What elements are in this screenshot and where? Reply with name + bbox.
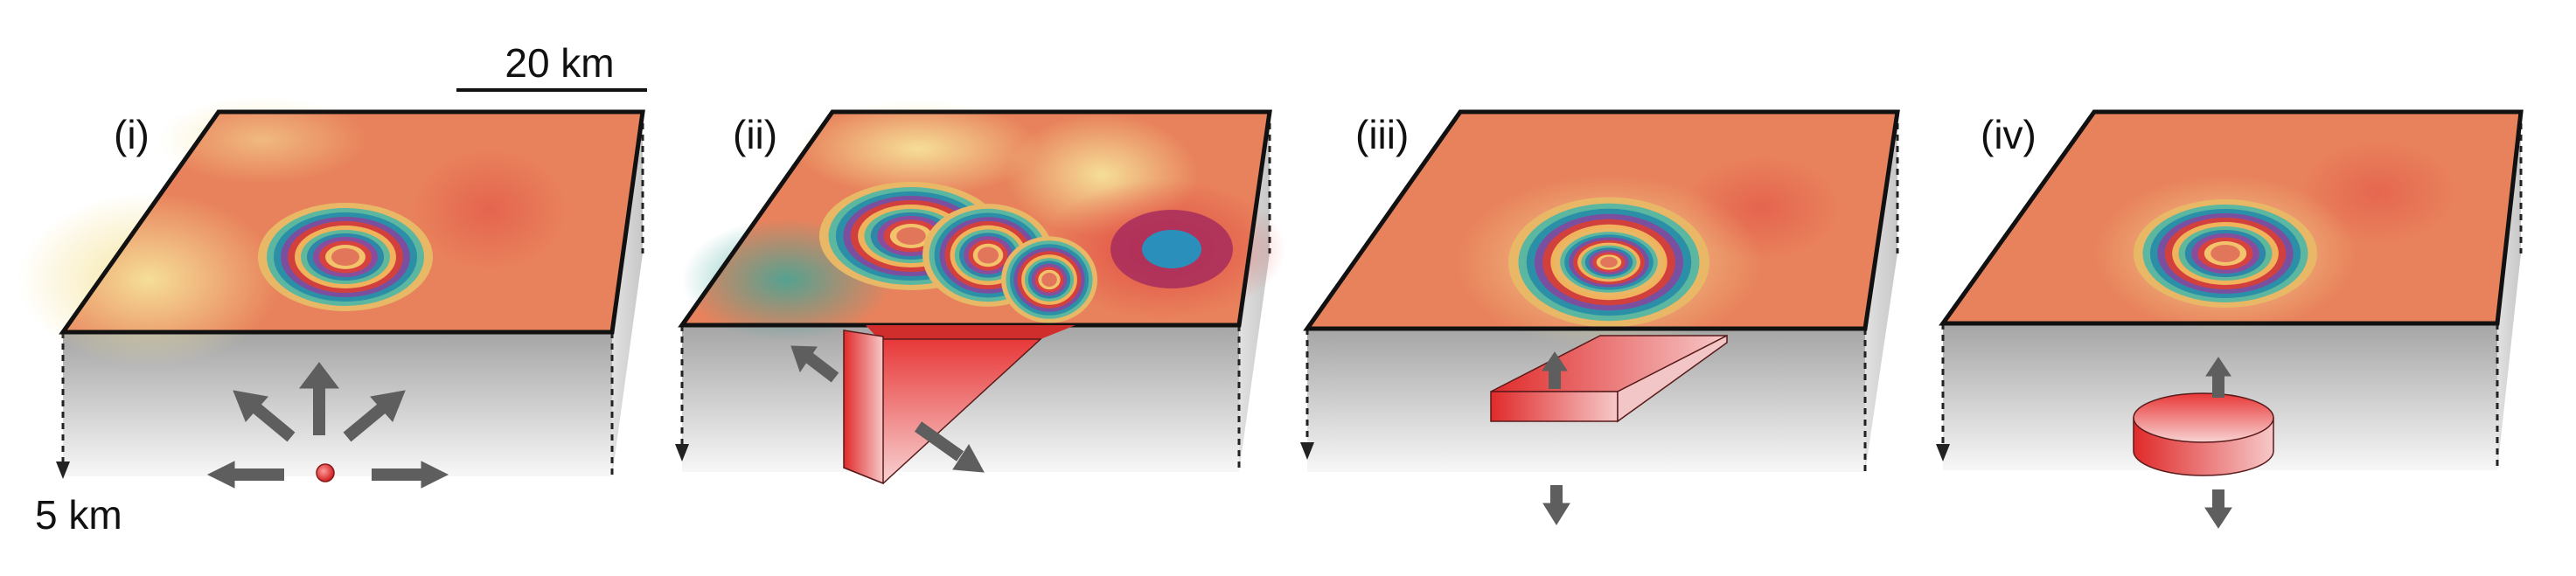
panel-label-ii: (ii) bbox=[733, 112, 777, 157]
block-side-right bbox=[2497, 112, 2521, 470]
dike-source bbox=[843, 325, 1076, 485]
block-side-right bbox=[1865, 112, 1897, 472]
expansion-arrows bbox=[206, 362, 449, 489]
depth-arrowhead bbox=[56, 461, 70, 479]
block-side-right bbox=[612, 112, 643, 476]
panel-label-iii: (iii) bbox=[1355, 112, 1409, 157]
interferogram-surface bbox=[678, 101, 1285, 341]
opening-arrows bbox=[790, 345, 985, 473]
panel-ii: (ii) bbox=[675, 101, 1285, 485]
panel-label-iv: (iv) bbox=[1981, 112, 2036, 157]
interferogram-surface bbox=[1939, 109, 2524, 332]
inflation-arrows bbox=[1542, 351, 1570, 525]
panel-label-i: (i) bbox=[114, 112, 150, 157]
point-source bbox=[316, 463, 335, 482]
depth-label: 5 km bbox=[35, 492, 122, 538]
penny-crack-source bbox=[2133, 392, 2274, 476]
depth-arrowhead bbox=[1300, 442, 1314, 460]
block-side-front bbox=[63, 332, 612, 476]
scale-bar-label: 20 km bbox=[505, 40, 614, 86]
depth-arrowhead bbox=[675, 444, 689, 461]
interferogram-surface bbox=[17, 96, 645, 367]
panel-i: (i) bbox=[17, 96, 645, 489]
panel-iv: (iv) bbox=[1936, 109, 2524, 529]
depth-arrowhead bbox=[1936, 444, 1950, 461]
interferogram-surface bbox=[1303, 109, 1900, 350]
panel-iii: (iii) bbox=[1300, 109, 1900, 525]
inflation-arrows bbox=[2204, 357, 2232, 529]
